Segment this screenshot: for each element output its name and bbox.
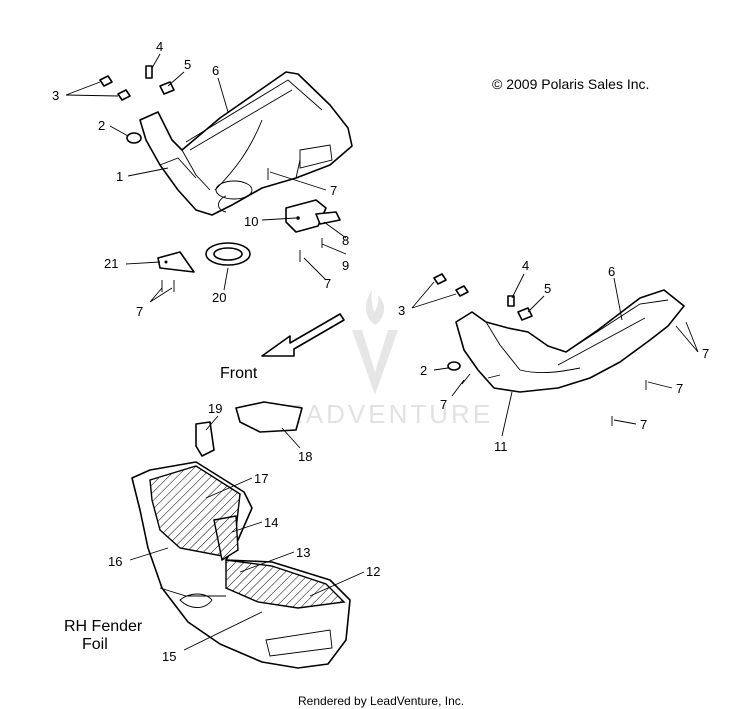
callout-17: 17 [254,471,268,486]
callout-3: 3 [52,88,59,103]
callout-11: 11 [494,439,508,454]
callout-14: 14 [264,515,278,530]
callout-20: 20 [212,290,226,305]
callout-18: 18 [298,449,312,464]
callout-13: 13 [296,545,310,560]
callout-7: 7 [676,381,683,396]
part-20-ring [205,242,251,266]
part-11-rh-fender [455,289,685,393]
callout-10: 10 [244,214,258,229]
callout-1: 1 [116,169,123,184]
callout-5: 5 [544,281,551,296]
callout-9: 9 [342,258,349,273]
callout-2: 2 [98,118,105,133]
callout-6: 6 [608,264,615,279]
rh-fender-title: RH Fender [64,618,143,635]
callout-19: 19 [208,401,222,416]
callout-labels: 1 2 3 4 5 6 7 8 9 10 7 21 7 20 3 4 5 6 7… [52,39,709,664]
watermark-logo: LEADVENTURE [268,290,493,429]
callout-7: 7 [440,397,447,412]
part-19-foil [195,421,215,457]
callout-4: 4 [522,258,529,273]
copyright-text: © 2009 Polaris Sales Inc. [492,76,649,92]
callout-4: 4 [156,39,163,54]
part-1-lh-fender [139,71,353,216]
part-18-foil [235,401,303,433]
foil-title: Foil [82,636,108,653]
rh-fender-foil [131,461,351,669]
callout-15: 15 [162,649,176,664]
callout-2: 2 [420,363,427,378]
footer-text: Rendered by LeadVenture, Inc. [298,694,464,708]
callout-7: 7 [324,276,331,291]
callout-16: 16 [108,554,122,569]
part-21-plate [157,251,195,273]
front-arrow [261,313,345,357]
callout-7: 7 [640,417,647,432]
callout-7: 7 [702,346,709,361]
front-label: Front [220,365,258,382]
part-5-clip-top [159,81,175,95]
callout-7: 7 [136,304,143,319]
callout-7: 7 [330,183,337,198]
screws-7 [161,168,647,426]
part-3-push-rivets-right [433,273,469,297]
leader-lines [65,53,699,651]
watermark-text: LEADVENTURE [268,399,493,429]
callout-8: 8 [342,233,349,248]
part-2-grommet-right [447,361,461,371]
callout-6: 6 [212,63,219,78]
part-8-bracket [285,199,341,233]
part-2-grommet-top [126,132,142,144]
callout-5: 5 [184,57,191,72]
part-7-pin-right [461,373,471,385]
callout-12: 12 [366,564,380,579]
callout-3: 3 [398,303,405,318]
part-4-screw-top [145,65,153,79]
part-3-push-rivets-top [99,75,131,101]
part-4-screw-right [507,295,515,307]
callout-21: 21 [104,256,118,271]
